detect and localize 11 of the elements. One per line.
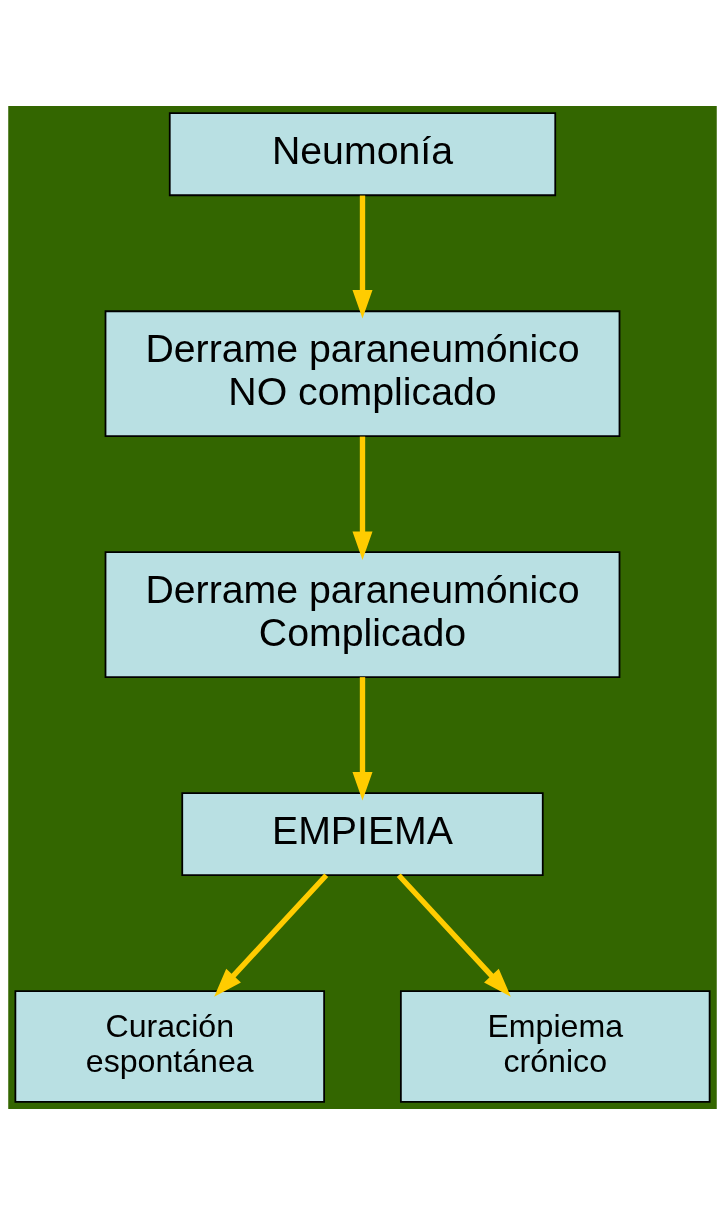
node-box: Empiema crónico <box>400 989 711 1103</box>
node-box: Neumonía <box>168 111 557 196</box>
node-box: EMPIEMA <box>181 791 544 876</box>
arrow <box>214 872 329 997</box>
arrow <box>352 436 373 560</box>
node-box: Derrame paraneumónico NO complicado <box>104 309 621 437</box>
node-box: Derrame paraneumónico Complicado <box>104 550 621 678</box>
arrow <box>352 195 373 319</box>
node-box: Curación espontánea <box>14 989 325 1103</box>
arrow <box>396 872 511 997</box>
arrow <box>352 676 373 801</box>
